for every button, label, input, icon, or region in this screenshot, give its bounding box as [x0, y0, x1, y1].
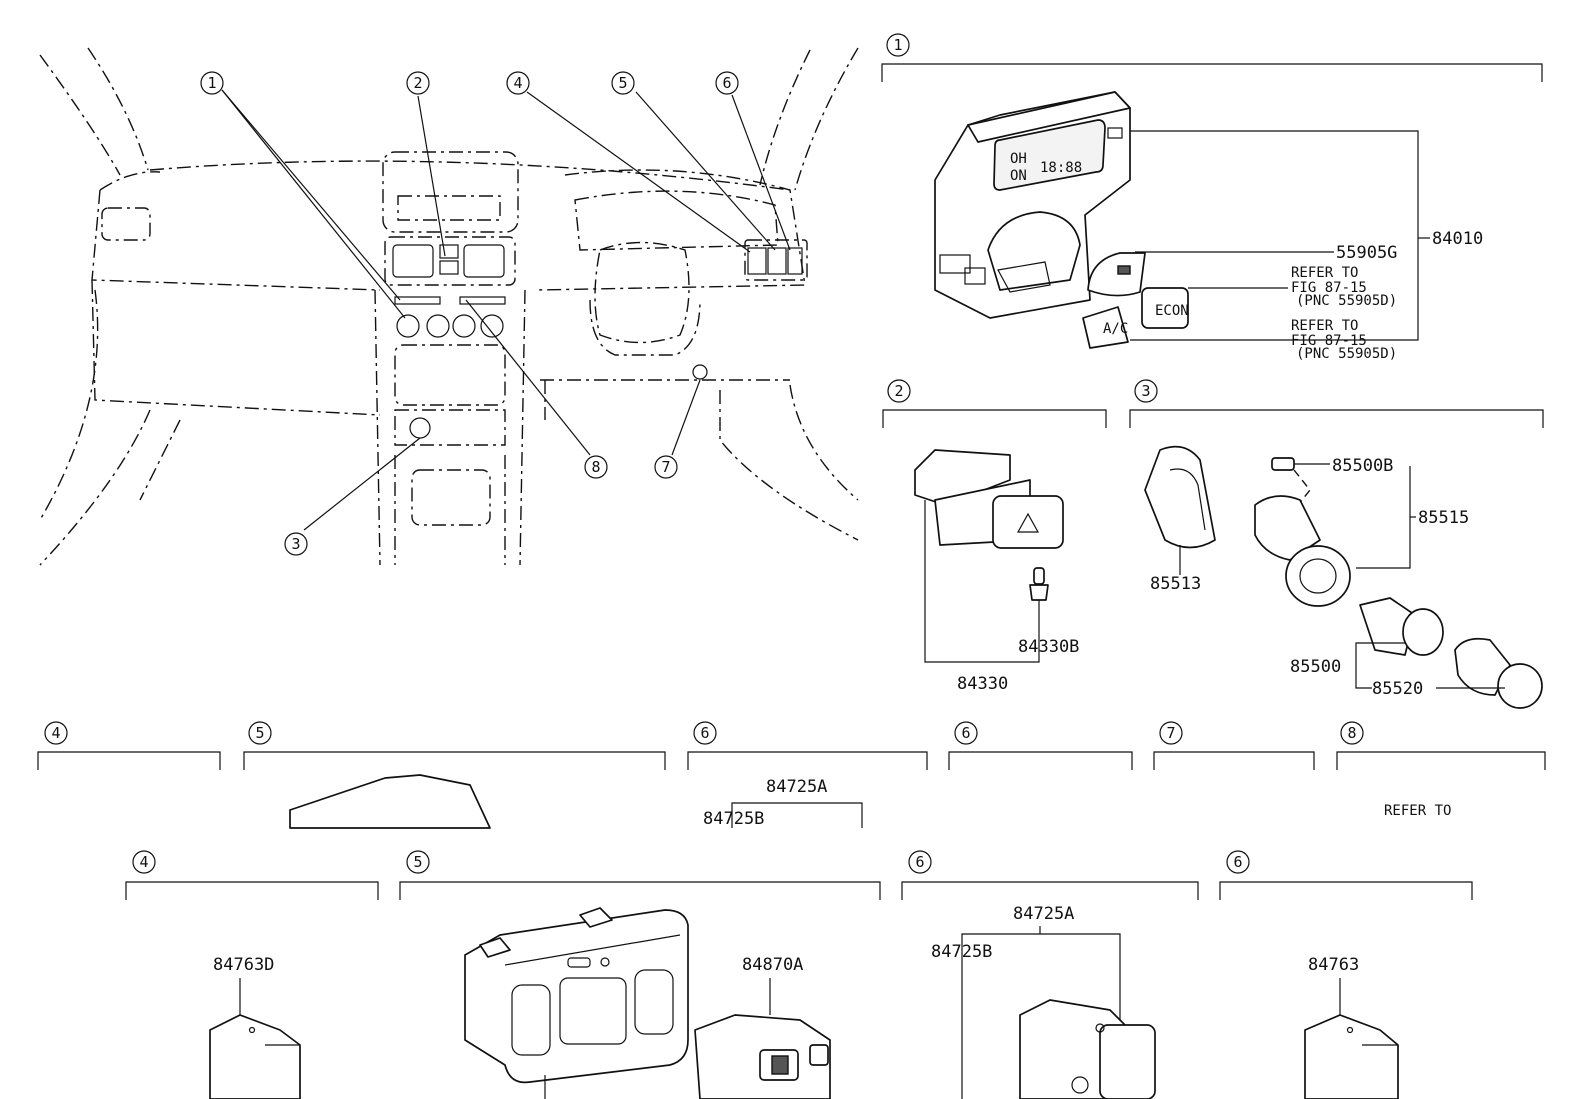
overview-leaders — [221, 89, 791, 531]
part-85513: 85513 — [1150, 574, 1201, 594]
svg-text:FIG 87-15: FIG 87-15 — [1291, 280, 1367, 296]
svg-text:8: 8 — [1347, 724, 1356, 742]
part-85500B: 85500B — [1332, 456, 1393, 476]
lighter-holder — [1144, 445, 1216, 549]
svg-text:OH: OH — [1010, 151, 1027, 167]
part-85500: 85500 — [1290, 657, 1341, 677]
svg-text:4: 4 — [513, 74, 522, 92]
svg-text:2: 2 — [894, 382, 903, 400]
callout-6: 6 — [715, 71, 739, 95]
part-84870A: 84870A — [742, 955, 803, 975]
svg-text:FIG 87-15: FIG 87-15 — [1291, 333, 1367, 349]
svg-text:1: 1 — [207, 74, 216, 92]
climate-control-unit: 18:88 OH ON — [934, 91, 1131, 319]
switch-84763D — [209, 1014, 301, 1099]
svg-text:5: 5 — [413, 853, 422, 871]
svg-text:REFER TO: REFER TO — [1291, 265, 1358, 281]
part-84330: 84330 — [957, 674, 1008, 694]
part-55905G: 55905G — [1336, 243, 1397, 263]
defogger-button — [1087, 252, 1146, 297]
section-2: 2 84330B 84330 — [882, 379, 1107, 694]
bulb-84330B — [1029, 567, 1049, 601]
switch-84870A — [694, 1014, 831, 1099]
svg-text:A/C: A/C — [1103, 321, 1128, 337]
svg-text:(PNC 55905D): (PNC 55905D) — [1296, 293, 1397, 309]
svg-text:ECON: ECON — [1155, 303, 1189, 319]
svg-text:6: 6 — [700, 724, 709, 742]
part-84725B: 84725B — [931, 942, 992, 962]
section-1: 1 18:88 OH ON ECON A/C — [881, 33, 1543, 362]
svg-text:5: 5 — [255, 724, 264, 742]
svg-text:ON: ON — [1010, 168, 1027, 184]
svg-text:(PNC 55905D): (PNC 55905D) — [1296, 346, 1397, 362]
part-84725A: 84725A — [1013, 904, 1074, 924]
svg-text:8: 8 — [591, 458, 600, 476]
svg-text:6: 6 — [722, 74, 731, 92]
switch-bezel — [464, 907, 689, 1099]
clipped-section-row: 4 5 6 84725A 84725B 6 7 8 REFER TO — [37, 721, 1546, 829]
svg-text:3: 3 — [291, 535, 300, 553]
callout-3: 3 — [284, 532, 308, 556]
lighter-socket — [1254, 495, 1351, 607]
svg-text:3: 3 — [1141, 382, 1150, 400]
svg-text:1: 1 — [893, 36, 902, 54]
part-84763D: 84763D — [213, 955, 274, 975]
svg-text:7: 7 — [1166, 724, 1175, 742]
svg-text:4: 4 — [51, 724, 60, 742]
section-3: 3 85513 85500B 85515 85500 855 — [1129, 379, 1544, 709]
section-6-bottom-2: 6 84763 — [1219, 850, 1473, 1099]
part-84763: 84763 — [1308, 955, 1359, 975]
svg-text:6: 6 — [961, 724, 970, 742]
svg-text:4: 4 — [139, 853, 148, 871]
callout-4: 4 — [506, 71, 530, 95]
section-5-bottom: 5 84870A — [399, 850, 881, 1099]
part-85515: 85515 — [1418, 508, 1469, 528]
lighter-plug — [1359, 597, 1543, 709]
svg-text:84725B: 84725B — [703, 809, 764, 829]
section-6-bottom: 6 84725A 84725B — [901, 850, 1199, 1099]
ac-button: A/C — [1082, 306, 1129, 349]
overview-callouts: 1 2 4 5 6 8 7 3 — [200, 71, 739, 556]
section-4-bottom: 4 84763D — [125, 850, 379, 1099]
switch-84725 — [1019, 999, 1156, 1099]
svg-text:REFER TO: REFER TO — [1291, 318, 1358, 334]
callout-7: 7 — [654, 455, 678, 479]
callout-5: 5 — [611, 71, 635, 95]
svg-text:84725A: 84725A — [766, 777, 827, 797]
part-85520: 85520 — [1372, 679, 1423, 699]
svg-text:6: 6 — [1233, 853, 1242, 871]
callout-8: 8 — [584, 455, 608, 479]
switch-84763 — [1304, 1014, 1399, 1099]
svg-text:2: 2 — [413, 74, 422, 92]
callout-2: 2 — [406, 71, 430, 95]
part-84010: 84010 — [1432, 229, 1483, 249]
svg-text:6: 6 — [915, 853, 924, 871]
svg-text:REFER TO: REFER TO — [1384, 803, 1451, 819]
clock-display: 18:88 — [1040, 160, 1082, 176]
callout-1: 1 — [200, 71, 224, 95]
svg-text:5: 5 — [618, 74, 627, 92]
econ-button: ECON — [1141, 287, 1189, 329]
svg-text:7: 7 — [661, 458, 670, 476]
hazard-switch — [914, 449, 1064, 549]
bulb-85500B — [1271, 457, 1295, 471]
dashboard-overview — [39, 47, 859, 566]
part-84330B: 84330B — [1018, 637, 1079, 657]
